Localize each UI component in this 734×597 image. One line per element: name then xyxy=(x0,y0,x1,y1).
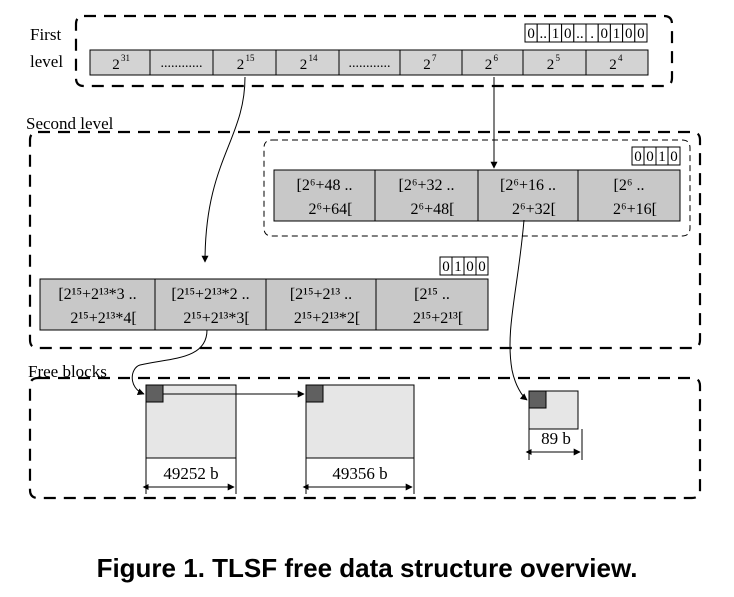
first-level-group xyxy=(74,14,674,88)
bitmap-bit: 1 xyxy=(613,26,621,42)
bitmap-bit: 0 xyxy=(466,259,474,275)
range-start: [2¹⁵ .. xyxy=(414,286,450,303)
pointer-arrow xyxy=(201,76,246,263)
second-level-cell xyxy=(577,169,681,222)
first-level-power: 2 xyxy=(300,57,308,73)
bitmap-bit: 0 xyxy=(646,149,654,165)
free-block-size: 49356 b xyxy=(332,464,387,483)
range-start: [2¹⁵+2¹³ .. xyxy=(290,286,352,303)
free-block-size: 49252 b xyxy=(163,464,218,483)
range-end: 2¹⁵+2¹³[ xyxy=(413,310,463,327)
first-level-exponent: 15 xyxy=(246,53,256,63)
bitmap-bit: 0 xyxy=(634,149,642,165)
second-level-cell xyxy=(265,278,377,331)
first-level-cell xyxy=(212,49,277,76)
range-end: 2⁶+16[ xyxy=(613,201,657,218)
figure-caption: Figure 1. TLSF free data structure overv… xyxy=(97,553,638,583)
range-end: 2⁶+48[ xyxy=(411,201,455,218)
second-level-cell xyxy=(39,278,156,331)
first-level-exponent: 14 xyxy=(309,53,319,63)
free-block-size: 89 b xyxy=(541,429,571,448)
first-level-ellipsis: ............ xyxy=(349,56,391,71)
first-level-cell xyxy=(399,49,463,76)
range-start: [2⁶+32 .. xyxy=(399,177,455,194)
bitmap-bit: . xyxy=(590,26,594,42)
bitmap-bit: 0 xyxy=(637,26,645,42)
second-level-cell xyxy=(374,169,479,222)
first-level-exponent: 5 xyxy=(556,53,561,63)
block-header-icon xyxy=(145,384,164,403)
pointer-arrow xyxy=(509,219,528,401)
second-level-label: Second level xyxy=(26,114,114,133)
free-block-2: 49356 b xyxy=(302,384,415,494)
range-start: [2¹⁵+2¹³*3 .. xyxy=(58,286,136,303)
range-start: [2⁶ .. xyxy=(614,177,645,194)
first-level-cell xyxy=(149,49,214,76)
bitmap-bit: .. xyxy=(540,26,548,42)
first-level-label: First xyxy=(30,25,61,44)
first-level-cell xyxy=(585,49,649,76)
first-level-power: 2 xyxy=(547,57,555,73)
range-end: 2⁶+32[ xyxy=(512,201,556,218)
bitmap-bit: 0 xyxy=(601,26,609,42)
first-level-cell xyxy=(461,49,524,76)
free-blocks-label: Free blocks xyxy=(28,362,107,381)
bitmap-cell xyxy=(475,256,489,276)
free-block-3: 89 b xyxy=(525,390,583,460)
first-level-label-2: level xyxy=(30,52,63,71)
bitmap-cell xyxy=(667,146,681,166)
bitmap-cell xyxy=(634,23,648,43)
pointer-arrow xyxy=(131,329,208,396)
first-level-cell xyxy=(89,49,151,76)
free-blocks-group xyxy=(28,376,702,500)
range-end: 2¹⁵+2¹³*3[ xyxy=(183,310,249,327)
bitmap-bit: 0 xyxy=(625,26,633,42)
block-header-icon xyxy=(528,390,547,409)
first-level-power: 2 xyxy=(485,57,493,73)
first-level-ellipsis: ............ xyxy=(161,56,203,71)
first-level-exponent: 4 xyxy=(618,53,623,63)
bitmap-bit: 0 xyxy=(670,149,678,165)
bitmap-bit: 0 xyxy=(442,259,450,275)
range-start: [2⁶+48 .. xyxy=(297,177,353,194)
range-end: 2¹⁵+2¹³*2[ xyxy=(294,310,360,327)
first-level-exponent: 31 xyxy=(121,53,130,63)
first-level-power: 2 xyxy=(237,57,245,73)
range-start: [2⁶+16 .. xyxy=(500,177,556,194)
bitmap-bit: 0 xyxy=(564,26,572,42)
first-level-cell xyxy=(522,49,587,76)
second-level-cell xyxy=(375,278,489,331)
range-start: [2¹⁵+2¹³*2 .. xyxy=(171,286,249,303)
second-level-group xyxy=(28,130,702,350)
bitmap-bit: 1 xyxy=(658,149,666,165)
bitmap-bit: 1 xyxy=(552,26,560,42)
second-level-cell xyxy=(154,278,267,331)
first-level-cell xyxy=(338,49,401,76)
first-level-exponent: 7 xyxy=(432,53,437,63)
range-end: 2⁶+64[ xyxy=(309,201,353,218)
first-level-cell xyxy=(275,49,340,76)
bitmap-bit: 0 xyxy=(527,26,535,42)
first-level-power: 2 xyxy=(423,57,431,73)
bitmap-bit: 1 xyxy=(454,259,462,275)
first-level-exponent: 6 xyxy=(494,53,499,63)
free-block-1: 49252 b xyxy=(142,384,237,494)
second-level-a-array: [2⁶+48 .. 2⁶+64[ [2⁶+32 .. 2⁶+48[ [2⁶+16 .. 2… xyxy=(273,169,681,222)
second-level-subgroup xyxy=(263,139,691,237)
bitmap-bit: .. xyxy=(576,26,584,42)
first-level-power: 2 xyxy=(112,57,120,73)
range-end: 2¹⁵+2¹³*4[ xyxy=(70,310,136,327)
second-level-b-array: [2¹⁵+2¹³*3 .. 2¹⁵+2¹³*4[ [2¹⁵+2¹³*2 .. 2¹⁵+… xyxy=(39,278,489,331)
block-header-icon xyxy=(305,384,324,403)
first-level-power: 2 xyxy=(609,57,617,73)
bitmap-bit: 0 xyxy=(478,259,486,275)
